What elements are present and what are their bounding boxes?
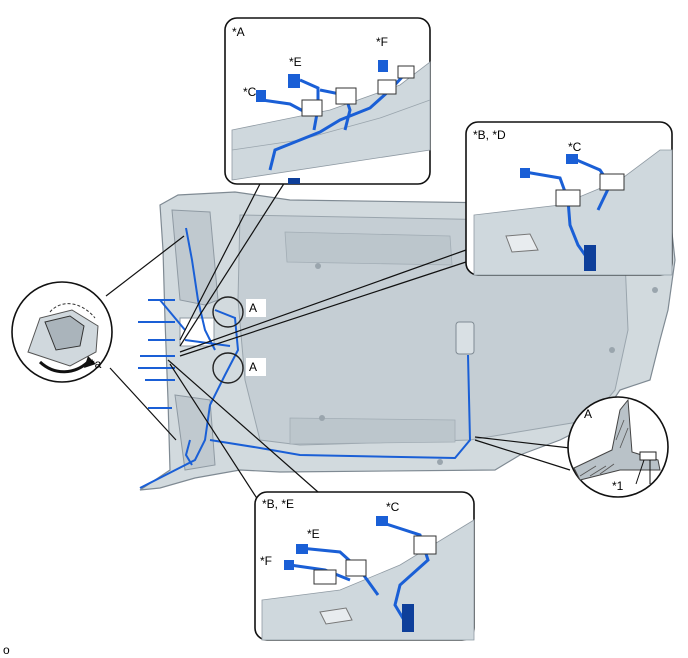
- detail-circle-a-lower: [212, 352, 244, 384]
- marker-e-top: *E: [289, 55, 302, 69]
- callout-top-label: *A: [232, 25, 245, 39]
- leader-lines: [105, 179, 571, 501]
- marker-a-small: *a: [90, 357, 102, 371]
- callout-circle-left: *a: [11, 281, 113, 383]
- callout-box-top: *A *C *E *F: [224, 17, 431, 185]
- detail-circle-a-upper: [212, 296, 244, 328]
- marker-c-top: *C: [243, 85, 257, 99]
- callout-box-bottom: *B, *E *C *E *F: [254, 491, 475, 641]
- callout-bottom-label: *B, *E: [262, 497, 294, 511]
- callout-box-right: *B, *D *C: [465, 121, 673, 276]
- marker-e-bottom: *E: [307, 527, 320, 541]
- marker-a-upper: A: [249, 301, 257, 315]
- marker-1: *1: [612, 479, 624, 493]
- figure-code: o: [3, 643, 10, 657]
- callout-circle-right: A *1: [567, 396, 669, 498]
- left-connector-stubs: [138, 299, 175, 409]
- marker-c-bottom: *C: [386, 500, 400, 514]
- marker-a-lower: A: [249, 360, 257, 374]
- marker-c-right: *C: [568, 140, 582, 154]
- circle-right-label: A: [584, 407, 592, 421]
- callout-right-label: *B, *D: [473, 128, 506, 142]
- marker-f-bottom: *F: [260, 554, 272, 568]
- marker-f-top: *F: [376, 35, 388, 49]
- wire-harness-main: [139, 227, 472, 489]
